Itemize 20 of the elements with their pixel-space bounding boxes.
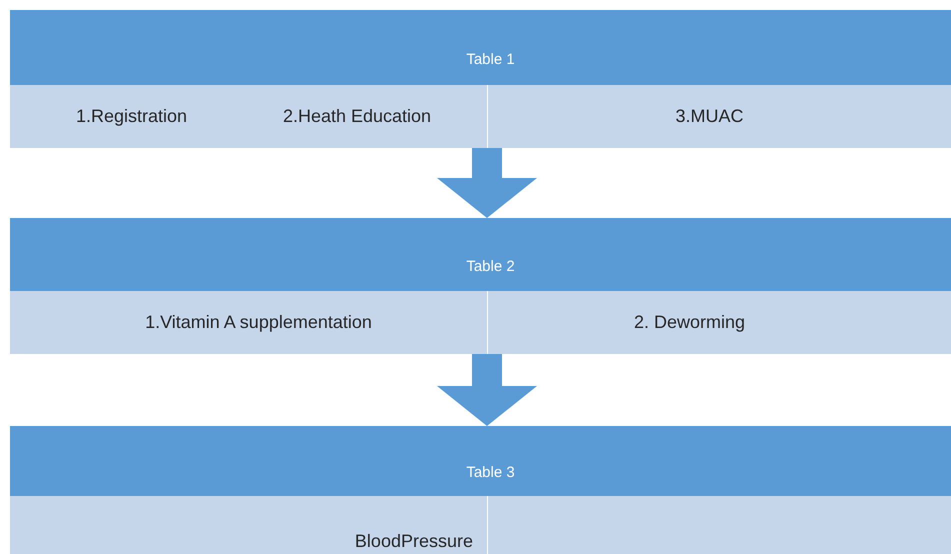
step-text: BloodPressure xyxy=(354,531,473,552)
table-cell xyxy=(10,291,487,354)
table-cell xyxy=(488,291,951,354)
step-text: 2.Heath Education xyxy=(282,106,432,127)
table-header-band xyxy=(10,426,951,496)
table-title: Table 1 xyxy=(466,51,515,68)
table-cell xyxy=(10,496,487,554)
table-cell xyxy=(10,85,487,148)
table-header-band xyxy=(10,10,951,85)
step-text: 2. Deworming xyxy=(634,312,746,333)
table-cell xyxy=(488,85,951,148)
block-arrow xyxy=(437,354,537,426)
table-title: Table 3 xyxy=(466,464,515,481)
step-text: 1.Vitamin A supplementation xyxy=(145,312,372,333)
step-text: 3.MUAC xyxy=(675,106,744,127)
block-arrow xyxy=(437,148,537,218)
step-text: 1.Registration xyxy=(76,106,187,127)
table-title: Table 2 xyxy=(466,258,515,275)
table-header-band xyxy=(10,218,951,291)
table-cell xyxy=(488,496,951,554)
